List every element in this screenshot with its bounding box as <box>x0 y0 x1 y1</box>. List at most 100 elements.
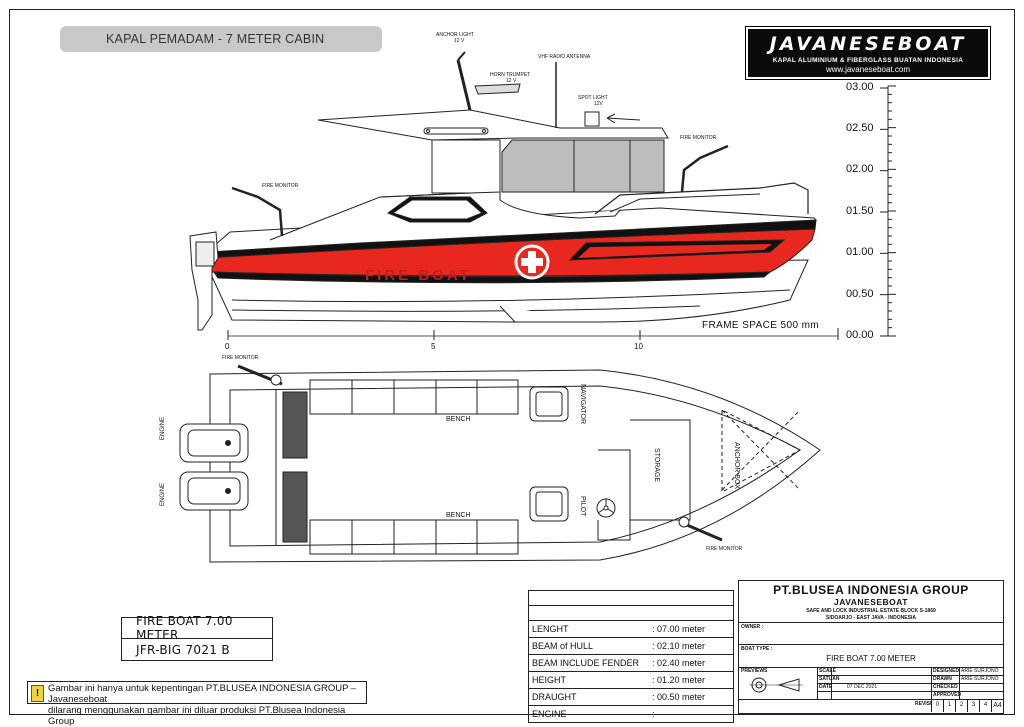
label-pilot: PILOT <box>579 496 586 517</box>
warning-icon: ! <box>31 685 44 702</box>
label-anchor-light: ANCHOR LIGHT <box>436 32 474 38</box>
boat-code: JFR-BIG 7021 B <box>136 642 230 657</box>
drawing-title: KAPAL PEMADAM - 7 METER CABIN <box>60 26 382 52</box>
spec-key: HEIGHT <box>528 671 649 689</box>
spec-value: : 02.40 meter <box>649 654 734 672</box>
plan-outline <box>209 369 821 563</box>
boat-name: FIRE BOAT 7.00 METER <box>136 614 233 642</box>
height-scale <box>880 85 896 337</box>
engine-starboard <box>179 471 249 511</box>
tb-address-1: SAFE AND LOCK INDUSTRIAL ESTATE BLOCK S-… <box>806 608 936 614</box>
tb-date: 07 DEC 2021 <box>847 684 878 690</box>
height-label: 01.00 <box>846 246 874 258</box>
fire-monitor-bow <box>680 144 729 193</box>
label-fire-monitor-stern: FIRE MONITOR <box>262 183 299 189</box>
brand-logo: JAVANESEBOAT KAPAL ALUMINIUM & FIBERGLAS… <box>745 26 991 80</box>
tb-projection-cell: PREVIEWS <box>739 667 818 699</box>
spec-row: LENGHT: 07.00 meter <box>528 620 734 638</box>
wheelhouse <box>431 139 501 194</box>
hull-black-stripe <box>205 219 817 259</box>
note-line-1: Gambar ini hanya untuk kepentingan PT.BL… <box>48 683 357 705</box>
tb-address-2: SIDOARJO - EAST JAVA - INDONESIA <box>826 615 916 621</box>
tb-revision: 3 <box>967 699 979 712</box>
bow-rail <box>594 182 809 215</box>
anchor-box <box>721 409 802 493</box>
label-vhf-antenna: VHF RADIO ANTENNA <box>538 54 591 60</box>
tb-revisi-label: REVISI <box>915 701 932 707</box>
navigator-seat <box>529 386 569 422</box>
projection-symbol <box>749 677 803 693</box>
label-horn-voltage: 12 V <box>506 78 517 84</box>
tb-company: PT.BLUSEA INDONESIA GROUP <box>773 583 969 597</box>
label-horn-trumpet: HORN TRUMPET <box>490 72 531 78</box>
tb-revision: 4 <box>979 699 991 712</box>
tb-revisions: 0 1 2 3 4 A4 <box>931 699 1003 712</box>
fire-monitor-stern <box>231 186 284 237</box>
brand-logo-website: www.javaneseboat.com <box>825 65 911 74</box>
hull-lettering: FIRE BOAT <box>365 267 472 284</box>
tb-drawn-label: DRAWN <box>933 676 952 682</box>
engine-port <box>179 423 249 463</box>
spec-key: BEAM INCLUDE FENDER <box>528 654 649 672</box>
spec-value: : 02.10 meter <box>649 637 734 655</box>
spec-key: DRAUGHT <box>528 688 649 706</box>
spec-key: BEAM of HULL <box>528 637 649 655</box>
height-label: 00.50 <box>846 288 874 300</box>
bench-starboard <box>309 519 519 555</box>
tb-brand: JAVANESEBOAT <box>833 597 908 607</box>
tb-revision: 2 <box>955 699 967 712</box>
storage-compartment <box>630 419 691 521</box>
tb-revision: 1 <box>943 699 955 712</box>
height-label: 00.00 <box>846 329 874 341</box>
wheelhouse-window <box>501 139 665 193</box>
spec-key: LENGHT <box>528 620 649 638</box>
spec-value: : 01.20 meter <box>649 671 734 689</box>
brand-logo-subtitle: KAPAL ALUMINIUM & FIBERGLASS BUATAN INDO… <box>772 57 964 64</box>
note-line-2: dilarang menggunakan gambar ini diluar p… <box>48 705 346 727</box>
tb-designed-label: DESIGNED <box>933 668 960 674</box>
label-bench-starboard: BENCH <box>446 512 471 519</box>
spec-row: ENGINE: <box>528 705 734 723</box>
tb-owner-label: OWNER : <box>741 624 764 630</box>
label-storage: STORAGE <box>653 448 660 483</box>
label-engine-port: ENGINE <box>160 416 166 440</box>
label-bench-port: BENCH <box>446 416 471 423</box>
height-label: 02.00 <box>846 163 874 175</box>
tb-satuan-label: SATUAN <box>819 676 840 682</box>
spec-value: : <box>649 705 734 723</box>
height-label: 03.00 <box>846 81 874 93</box>
frame-tick-0: 0 <box>225 342 230 351</box>
boat-code-box: JFR-BIG 7021 B <box>121 639 273 661</box>
spec-row: DRAUGHT: 00.50 meter <box>528 688 734 706</box>
brand-logo-name: JAVANESEBOAT <box>769 33 967 55</box>
spec-row: HEIGHT: 01.20 meter <box>528 671 734 689</box>
frame-tick-5: 5 <box>431 342 436 351</box>
label-spot-light: SPOT LIGHT <box>578 95 608 101</box>
tb-boat-type-label: BOAT TYPE : <box>741 646 773 652</box>
frame-tick-10: 10 <box>634 342 643 351</box>
spec-value: : 07.00 meter <box>649 620 734 638</box>
cabin-roof <box>317 109 669 141</box>
tb-scale-label: SCALE <box>819 668 836 674</box>
spec-row: BEAM INCLUDE FENDER: 02.40 meter <box>528 654 734 672</box>
spec-row: BEAM of HULL: 02.10 meter <box>528 637 734 655</box>
label-anchor-box: ANCHOR BOX <box>733 442 740 490</box>
tb-revision: 0 <box>931 699 943 712</box>
deck-grill-starboard <box>282 471 308 543</box>
spec-table: LENGHT: 07.00 meter BEAM of HULL: 02.10 … <box>528 590 734 723</box>
spec-key: ENGINE <box>528 705 649 723</box>
pilot-seat <box>529 486 569 522</box>
bench-port <box>309 379 519 415</box>
tb-checked-label: CHECKED <box>933 684 958 690</box>
label-spot-light-voltage: 12V <box>594 101 603 107</box>
label-frame-space: FRAME SPACE 500 mm <box>702 320 820 331</box>
plan-view <box>179 364 821 563</box>
drawing-title-text: KAPAL PEMADAM - 7 METER CABIN <box>106 32 325 46</box>
tb-sheet-size: A4 <box>991 699 1003 712</box>
boat-name-box: FIRE BOAT 7.00 METER <box>121 614 273 642</box>
label-anchor-light-voltage: 12 V <box>454 38 465 44</box>
side-profile <box>189 51 839 340</box>
label-plan-fire-monitor-stern: FIRE MONITOR <box>222 355 259 361</box>
tb-approved-label: APPROVED <box>933 692 962 698</box>
